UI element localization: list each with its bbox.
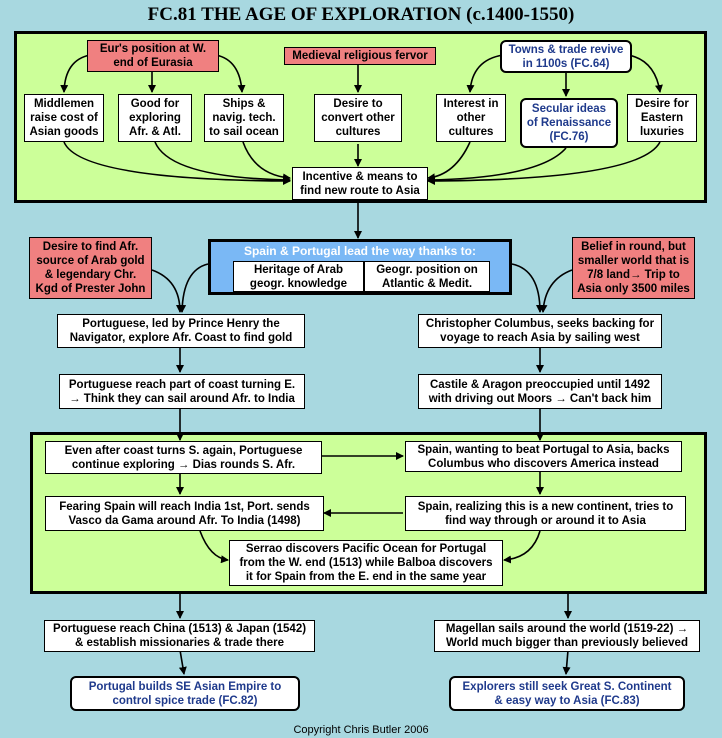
china-japan-box: Portuguese reach China (1513) & Japan (1… <box>44 620 315 652</box>
middlemen-box: Middlemen raise cost of Asian goods <box>24 94 104 142</box>
lead-the-way-box: Spain & Portugal lead the way thanks to:… <box>208 239 512 295</box>
vasco-da-gama-box: Fearing Spain will reach India 1st, Port… <box>45 496 324 531</box>
belief-round-box: Belief in round, but smaller world that … <box>572 237 695 299</box>
portuguese-henry-box: Portuguese, led by Prince Henry the Navi… <box>57 314 305 348</box>
secular-ideas-box: Secular ideas of Renaissance (FC.76) <box>520 98 618 148</box>
heritage-box: Heritage of Arab geogr. knowledge <box>233 261 364 292</box>
interest-cultures-box: Interest in other cultures <box>436 94 506 142</box>
se-asian-empire-box: Portugal builds SE Asian Empire to contr… <box>70 676 300 711</box>
castile-aragon-box: Castile & Aragon preoccupied until 1492 … <box>418 374 662 409</box>
coast-east-box: Portuguese reach part of coast turning E… <box>59 374 305 409</box>
desire-gold-box: Desire to find Afr. source of Arab gold … <box>29 237 152 299</box>
great-s-continent-box: Explorers still seek Great S. Continent … <box>449 676 685 711</box>
religious-fervor-box: Medieval religious fervor <box>284 47 436 65</box>
desire-convert-box: Desire to convert other cultures <box>314 94 402 142</box>
ships-box: Ships & navig. tech. to sail ocean <box>204 94 284 142</box>
columbus-box: Christopher Columbus, seeks backing for … <box>418 314 662 348</box>
eastern-luxuries-box: Desire for Eastern luxuries <box>627 94 697 142</box>
serrao-balboa-box: Serrao discovers Pacific Ocean for Portu… <box>229 540 503 586</box>
spain-backs-columbus-box: Spain, wanting to beat Portugal to Asia,… <box>405 441 682 472</box>
eur-position-box: Eur's position at W. end of Eurasia <box>87 40 219 72</box>
magellan-box: Magellan sails around the world (1519-22… <box>434 620 700 652</box>
towns-trade-box: Towns & trade revive in 1100s (FC.64) <box>500 40 632 73</box>
copyright-text: Copyright Chris Butler 2006 <box>293 724 429 736</box>
good-exploring-box: Good for exploring Afr. & Atl. <box>118 94 192 142</box>
new-continent-box: Spain, realizing this is a new continent… <box>405 496 686 531</box>
page-title: FC.81 THE AGE OF EXPLORATION (c.1400-155… <box>147 4 575 25</box>
incentive-box: Incentive & means to find new route to A… <box>292 167 428 200</box>
lead-header-text: Spain & Portugal lead the way thanks to: <box>243 244 477 258</box>
geogr-position-box: Geogr. position on Atlantic & Medit. <box>364 261 490 292</box>
dias-box: Even after coast turns S. again, Portugu… <box>45 441 322 474</box>
